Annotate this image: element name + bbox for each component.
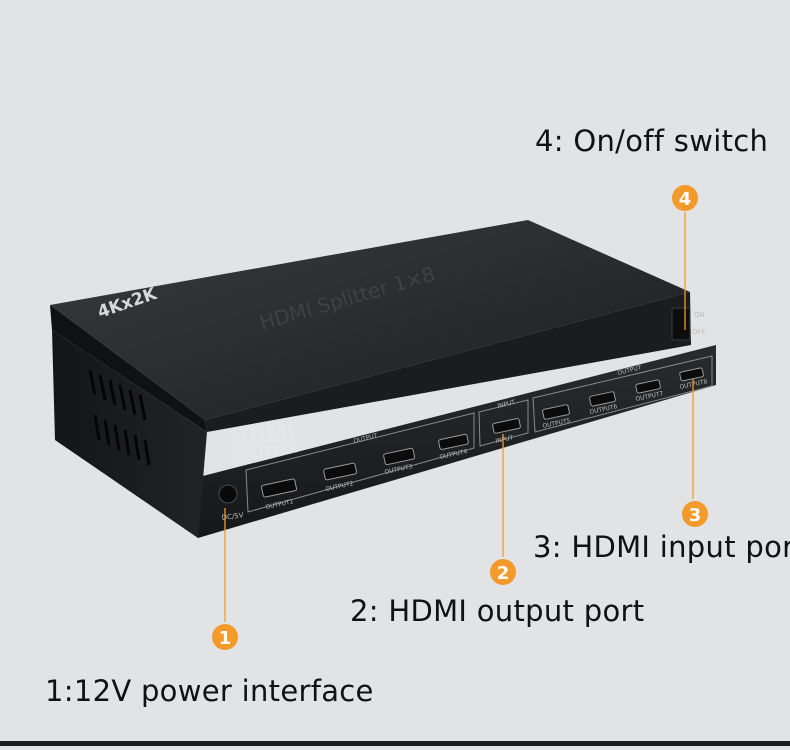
- callout-badge-3: 3: [682, 501, 708, 527]
- output-group-right-frame: [532, 355, 713, 433]
- power-jack: [218, 484, 238, 504]
- callout-label-input: 3: HDMI input port: [533, 530, 790, 564]
- callout-lines: [224, 212, 694, 622]
- svg-text:2: 2: [497, 563, 510, 584]
- hdmi-port-input[interactable]: INPUT: [492, 418, 521, 445]
- input-group-frame: [478, 399, 529, 447]
- callout-badge-2: 2: [490, 559, 516, 585]
- svg-text:3: 3: [689, 505, 702, 526]
- device-top-lip: [205, 292, 691, 432]
- port-label: INPUT: [495, 434, 514, 445]
- callout-label-output: 2: HDMI output port: [350, 594, 645, 628]
- hdmi-port-output6[interactable]: OUTPUT6: [589, 391, 618, 416]
- callout-label-switch: 4: On/off switch: [535, 124, 769, 158]
- svg-text:4: 4: [679, 189, 692, 210]
- bottom-divider: [0, 741, 790, 746]
- callout-label-power: 1:12V power interface: [45, 674, 374, 708]
- switch-off-label: OFF: [692, 328, 706, 336]
- output-group-left-frame: [245, 412, 475, 513]
- callout-badge-1: 1: [212, 624, 238, 650]
- switch-on-label: ON: [694, 311, 705, 319]
- side-vents: [88, 369, 151, 466]
- power-switch[interactable]: [671, 307, 691, 341]
- callout-badge-4: 4: [672, 185, 698, 211]
- input-group-label: INPUT: [497, 399, 516, 410]
- power-jack-label: DC/5V: [221, 511, 244, 522]
- device-left-side: [52, 330, 207, 538]
- device-top-surface: [50, 220, 690, 420]
- svg-text:1: 1: [219, 628, 232, 649]
- device-top-side: [50, 305, 207, 432]
